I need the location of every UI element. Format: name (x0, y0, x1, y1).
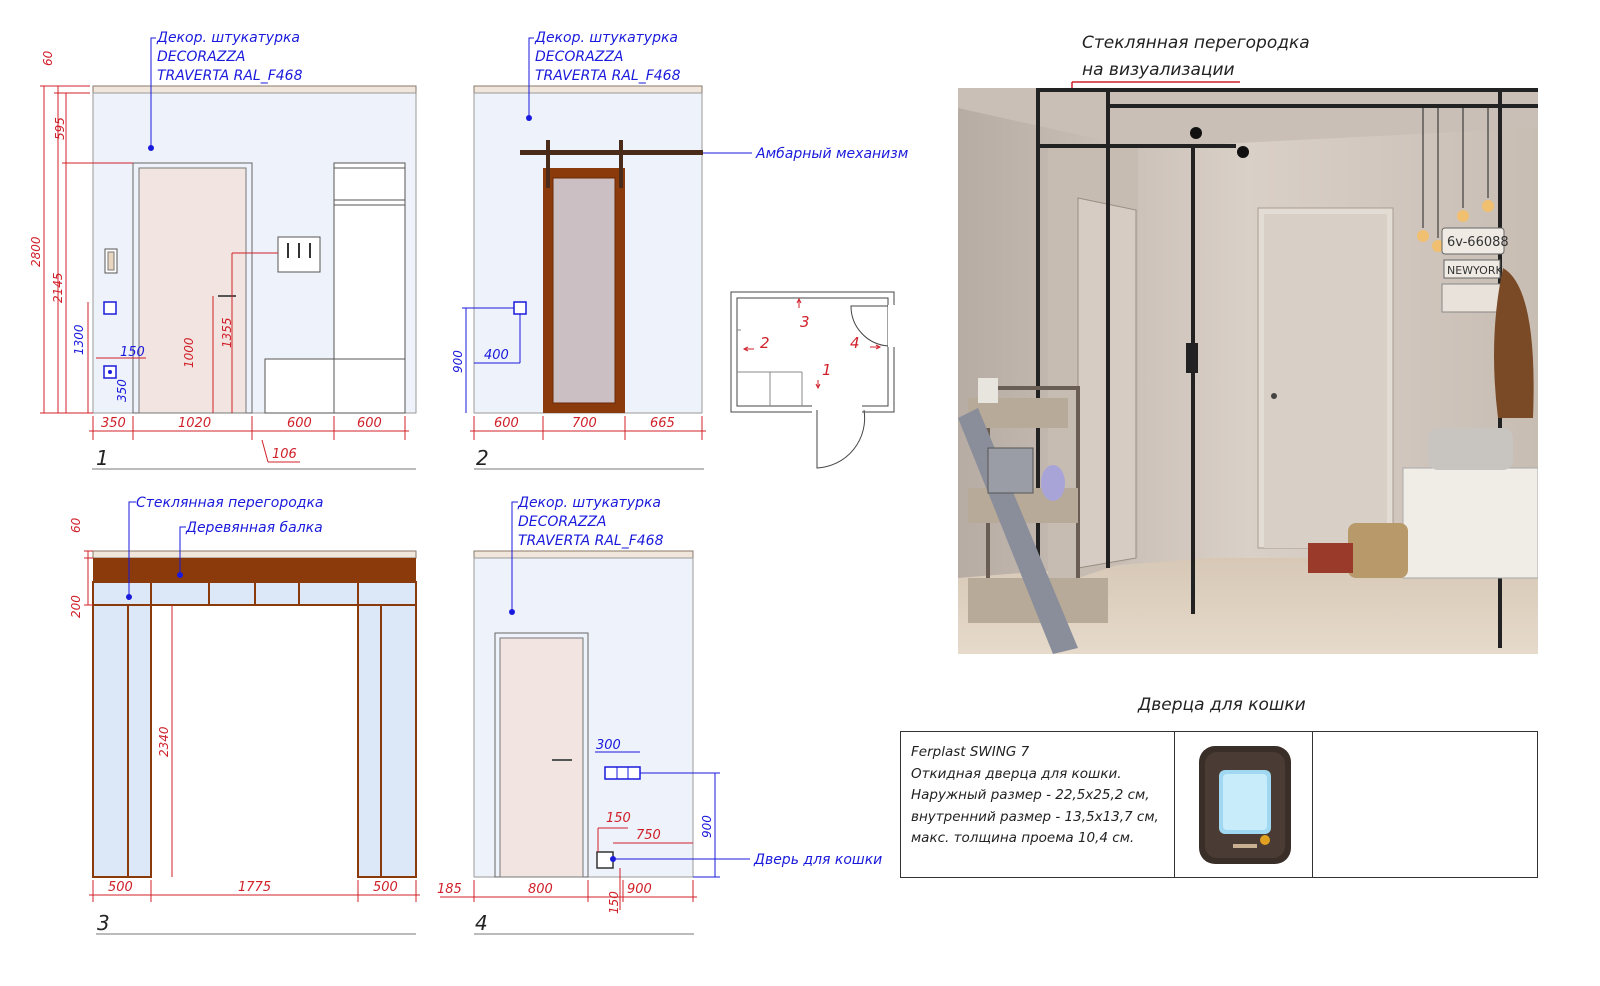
barn-door-glass (552, 177, 616, 404)
view-number: 1 (96, 446, 109, 470)
cat-door-spec-table: Ferplast SWING 7 Откидная дверца для кош… (900, 731, 1538, 878)
dim-900: 900 (627, 882, 652, 897)
plan-marker-4: 4 (850, 334, 860, 352)
cat-door-desc-line: Откидная дверца для кошки. (911, 765, 1122, 782)
elevation-view-2: 900 400 600 700 665 Декор. штукатурка DE… (451, 30, 909, 470)
entry-door-swing (816, 409, 866, 469)
dim-400: 400 (484, 348, 509, 363)
dim-1775: 1775 (238, 880, 271, 895)
dim-2145: 2145 (51, 272, 65, 303)
hook-rack (277, 236, 321, 273)
finish-note-line3: TRAVERTA RAL_F468 (518, 533, 664, 549)
plan-marker-3: 3 (800, 313, 810, 331)
dim-1300: 1300 (72, 324, 86, 355)
cat-door-label: Дверь для кошки (753, 852, 882, 868)
dim-600-a: 600 (287, 416, 312, 431)
plan-outline (730, 291, 895, 413)
dim-1355: 1355 (220, 317, 234, 348)
dim-60: 60 (41, 50, 55, 66)
dim-106: 106 (272, 447, 297, 462)
socket (513, 301, 527, 315)
dim-300: 300 (596, 738, 621, 753)
socket (103, 301, 117, 315)
dim-150: 150 (120, 345, 145, 360)
dim-1020: 1020 (178, 416, 211, 431)
barn-rail (520, 150, 703, 155)
finish-note-line2: DECORAZZA (518, 514, 606, 530)
ceiling-strip (92, 550, 417, 559)
view-number: 3 (97, 911, 110, 935)
cat-door-title: Дверца для кошки (1137, 695, 1306, 715)
cat-door-desc-line: макс. толщина проема 10,4 см. (911, 830, 1135, 846)
elevation-view-3: 60 200 2340 500 1775 500 Стеклянная пере… (69, 495, 420, 935)
plan-marker-1: 1 (822, 361, 832, 379)
finish-note-line2: DECORAZZA (535, 49, 623, 65)
visualization-caption-line1: Стеклянная перегородка (1082, 33, 1310, 53)
cat-door-image (1175, 732, 1313, 877)
floor-plan: 3 2 1 4 (730, 291, 896, 469)
finish-note-line2: DECORAZZA (157, 49, 245, 65)
door-swing (850, 305, 889, 347)
finish-note-line1: Декор. штукатурка (156, 30, 300, 46)
dim-2800: 2800 (29, 236, 43, 267)
dim-700: 700 (572, 416, 597, 431)
dim-200: 200 (69, 595, 83, 618)
bench (1402, 467, 1538, 579)
door-leaf (138, 167, 247, 414)
cat-door-desc-line: Наружный размер - 22,5x25,2 см, (911, 787, 1150, 803)
interior-visualization: 6v-66088 NEWYORK (958, 88, 1538, 654)
dim-350-vertical: 350 (115, 379, 129, 402)
view-number: 2 (476, 446, 489, 470)
ceiling-strip (473, 85, 703, 94)
dim-600: 600 (494, 416, 519, 431)
coat (1494, 268, 1534, 418)
dim-800: 800 (528, 882, 553, 897)
plan-marker-2: 2 (760, 334, 770, 352)
dim-595: 595 (53, 117, 67, 140)
dim-500-b: 500 (373, 880, 398, 895)
finish-note-line1: Декор. штукатурка (517, 495, 661, 511)
plate-text: 6v-66088 (1447, 235, 1509, 250)
cat-door-desc-line: внутренний размер - 13,5x13,7 см, (911, 808, 1159, 825)
dim-665: 665 (650, 416, 675, 431)
elevation-view-4: 185 800 900 150 300 150 750 900 Декор. ш… (437, 495, 882, 935)
barn-mechanism-label: Амбарный механизм (755, 146, 909, 162)
wooden-beam-label: Деревянная балка (185, 520, 323, 536)
dim-900-vertical: 900 (700, 815, 714, 838)
bench (264, 358, 335, 414)
glass-panel-left (92, 604, 152, 878)
dim-2340: 2340 (157, 726, 171, 757)
ceiling-strip (473, 550, 694, 559)
dim-60: 60 (69, 517, 83, 533)
door-leaf (499, 637, 584, 878)
plate-sub: NEWYORK (1447, 264, 1503, 277)
dim-350: 350 (101, 416, 126, 431)
visualization-caption-line2: на визуализации (1082, 60, 1235, 80)
view-number: 4 (475, 911, 488, 935)
dim-750: 750 (636, 828, 661, 843)
empty-cell (1313, 732, 1537, 877)
dim-185: 185 (437, 882, 462, 897)
glass-panel-right (357, 604, 417, 878)
cat-door-model: Ferplast SWING 7 (911, 744, 1030, 760)
dim-1000: 1000 (182, 337, 196, 368)
finish-note-line3: TRAVERTA RAL_F468 (157, 68, 303, 84)
license-plate (1441, 227, 1505, 255)
dim-600-b: 600 (357, 416, 382, 431)
ceiling-strip (92, 85, 417, 94)
elevation-view-1: 60 595 2800 2145 1300 150 350 1000 1355 … (29, 30, 417, 470)
cat-door-description: Ferplast SWING 7 Откидная дверца для кош… (901, 732, 1175, 877)
dim-150: 150 (606, 811, 631, 826)
dim-150-vertical: 150 (607, 891, 621, 914)
finish-note-line3: TRAVERTA RAL_F468 (535, 68, 681, 84)
dim-500-a: 500 (108, 880, 133, 895)
finish-note-line1: Декор. штукатурка (534, 30, 678, 46)
wooden-beam (93, 558, 416, 582)
dim-900: 900 (451, 350, 465, 373)
glass-partition-label: Стеклянная перегородка (136, 495, 323, 511)
socket-block (604, 766, 641, 780)
cat-door-product-icon (1198, 745, 1291, 864)
